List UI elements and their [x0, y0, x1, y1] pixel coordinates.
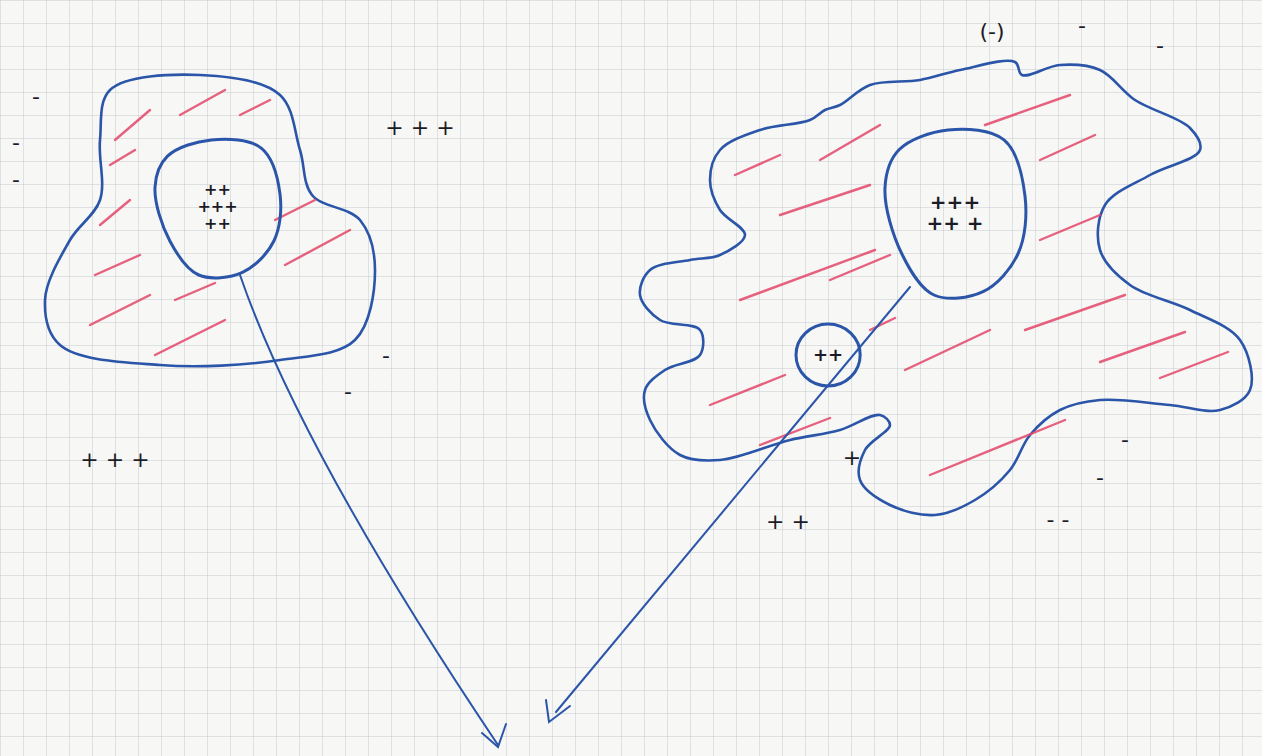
charge-sign: - — [32, 86, 40, 108]
charge-signs: ++ +++ ++ — [192, 182, 243, 232]
charge-signs: ++ — [813, 346, 843, 365]
charge-sign: - — [1096, 467, 1104, 489]
charge-sign: (-) — [979, 21, 1004, 43]
charge-sign: - — [1156, 35, 1164, 57]
outline — [796, 324, 860, 386]
cell-membrane — [640, 61, 1252, 515]
cell-membrane — [45, 75, 375, 367]
arrow-line — [240, 275, 498, 745]
arrow-head — [482, 724, 506, 747]
outline — [155, 139, 281, 278]
arrow-head — [546, 700, 570, 722]
charge-sign: - — [12, 169, 20, 191]
nucleus: +++ ++ + — [885, 130, 1025, 295]
charge-sign: - — [12, 132, 20, 154]
charge-sign: - — [344, 381, 352, 403]
charge-sign: - — [1078, 15, 1086, 37]
outline — [885, 129, 1026, 298]
charge-sign: + + — [766, 511, 810, 533]
charge-sign: + — [843, 447, 861, 469]
charge-sign: + + + — [385, 117, 454, 139]
charge-sign: - - — [1047, 509, 1070, 531]
charge-sign: + + + — [80, 449, 149, 471]
arrows-to-bottom — [240, 275, 910, 747]
charge-signs: +++ ++ + — [926, 192, 984, 234]
cell-outlines — [45, 61, 1252, 515]
charge-sign: - — [1121, 429, 1129, 451]
small-nucleus: ++ — [795, 323, 861, 387]
arrow-line — [556, 287, 910, 712]
charge-sign: - — [382, 345, 390, 367]
red-hatching — [90, 90, 1228, 475]
nucleus: ++ +++ ++ — [155, 140, 280, 275]
